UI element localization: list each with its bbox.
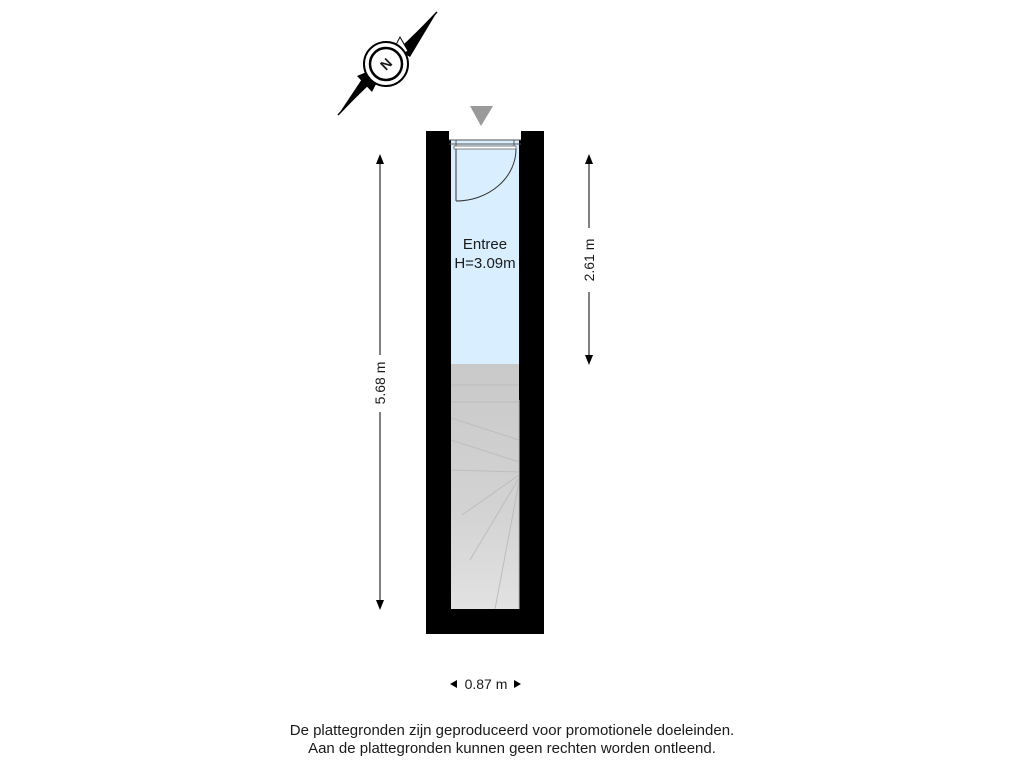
entrance-triangle-icon: [470, 106, 493, 126]
room-height-label: H=3.09m: [454, 255, 515, 272]
room-name-label: Entree: [463, 236, 507, 253]
stairs-area: [450, 364, 520, 610]
entree-room-area: [451, 140, 519, 364]
disclaimer: De plattegronden zijn geproduceerd voor …: [0, 722, 1024, 758]
compass-rose-icon: N: [337, 11, 438, 116]
dimension-total-length: 5.68 m: [372, 154, 388, 610]
dimension-width-label: 0.87 m: [465, 676, 508, 692]
dimension-room-length: 2.61 m: [581, 154, 597, 365]
dimension-width: 0.87 m: [450, 676, 521, 692]
dimension-room-length-label: 2.61 m: [581, 239, 597, 282]
disclaimer-line-1: De plattegronden zijn geproduceerd voor …: [289, 722, 735, 739]
dimension-total-length-label: 5.68 m: [372, 362, 388, 405]
entrance-door: [449, 131, 521, 202]
disclaimer-line-2: Aan de plattegronden kunnen geen rechten…: [308, 740, 716, 757]
